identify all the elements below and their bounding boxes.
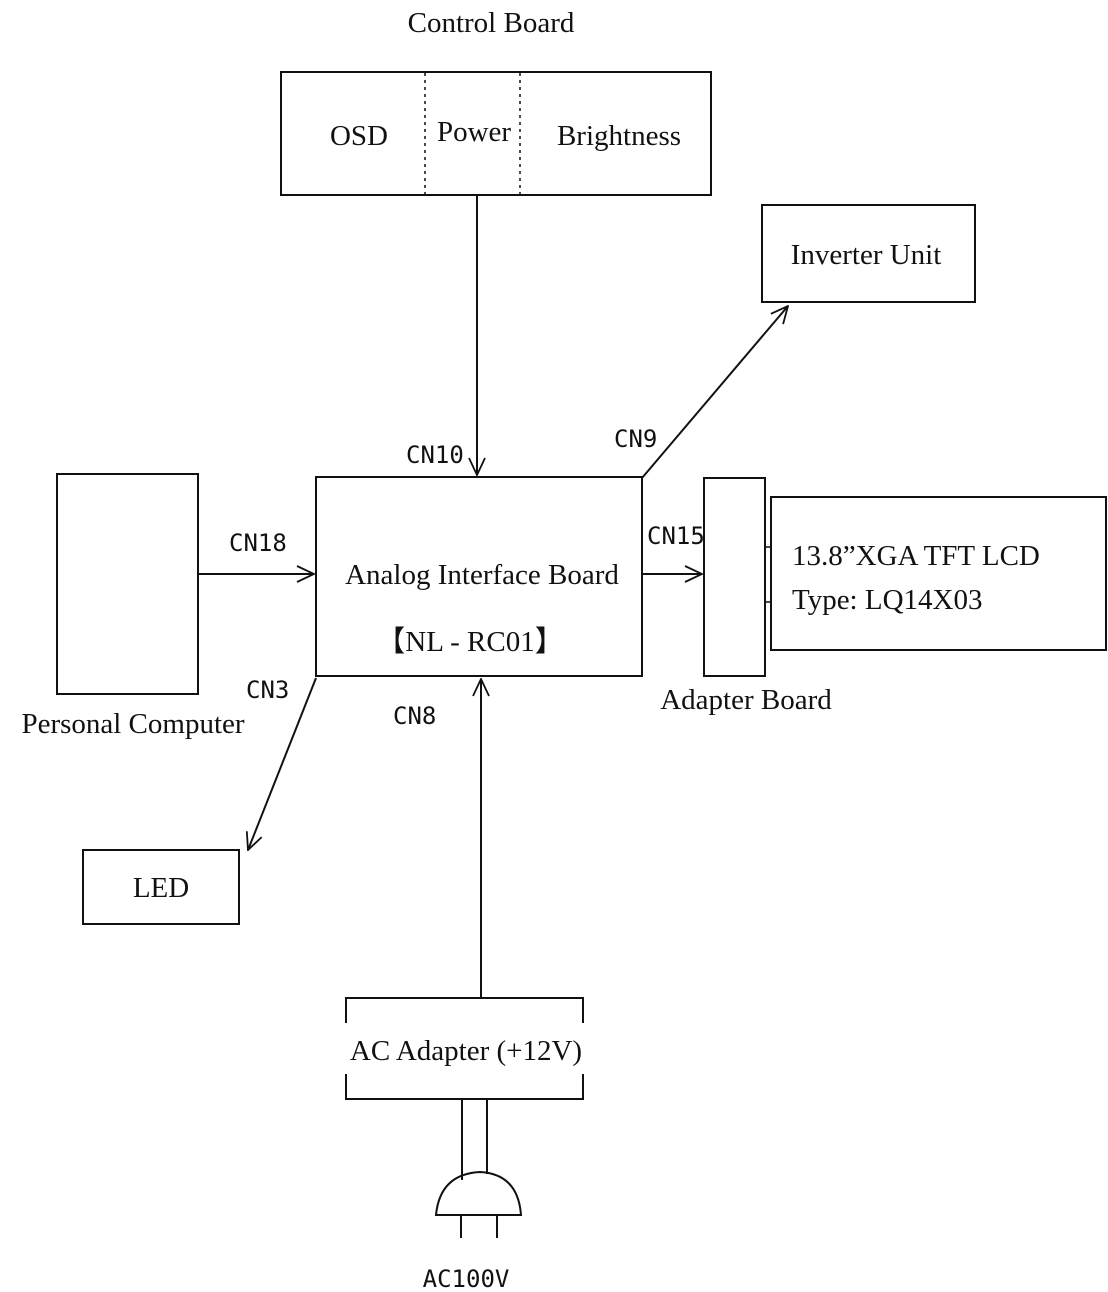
- osd-label: OSD: [330, 120, 388, 152]
- led-box: [82, 849, 240, 925]
- ac100v-label: AC100V: [423, 1265, 510, 1292]
- cn3-label: CN3: [246, 676, 289, 704]
- lcd-model-label: 13.8”XGA TFT LCD: [792, 540, 1040, 572]
- inverter-unit-label: Inverter Unit: [791, 239, 942, 271]
- power-label: Power: [437, 116, 511, 148]
- adapter-board-box: [703, 477, 766, 677]
- plug-icon: [434, 1170, 523, 1216]
- cn18-label: CN18: [229, 529, 287, 557]
- brightness-label: Brightness: [557, 120, 681, 152]
- ac-adapter-label: AC Adapter (+12V): [350, 1035, 582, 1067]
- cn10-label: CN10: [406, 441, 464, 469]
- cn9-label: CN9: [614, 425, 657, 453]
- analog-board-title: Analog Interface Board: [345, 559, 619, 591]
- analog-interface-board-box: [315, 476, 643, 677]
- personal-computer-box: [56, 473, 199, 695]
- ac-adapter-bracket-top: [345, 997, 584, 1023]
- cn15-label: CN15: [647, 522, 705, 550]
- lcd-box: [770, 496, 1107, 651]
- cn8-label: CN8: [393, 702, 436, 730]
- led-label: LED: [133, 872, 189, 904]
- lcd-type-label: Type: LQ14X03: [792, 584, 982, 616]
- control-board-title: Control Board: [408, 7, 575, 39]
- arrow-analog-to-inverter: [641, 306, 788, 479]
- control-board-box: [280, 71, 712, 196]
- ac-adapter-bracket-bottom: [345, 1074, 584, 1100]
- adapter-board-label: Adapter Board: [660, 684, 832, 716]
- arrow-analog-to-led: [248, 677, 317, 850]
- personal-computer-label: Personal Computer: [21, 708, 244, 740]
- analog-board-model: 【NL - RC01】: [376, 626, 563, 658]
- inverter-unit-box: [761, 204, 976, 303]
